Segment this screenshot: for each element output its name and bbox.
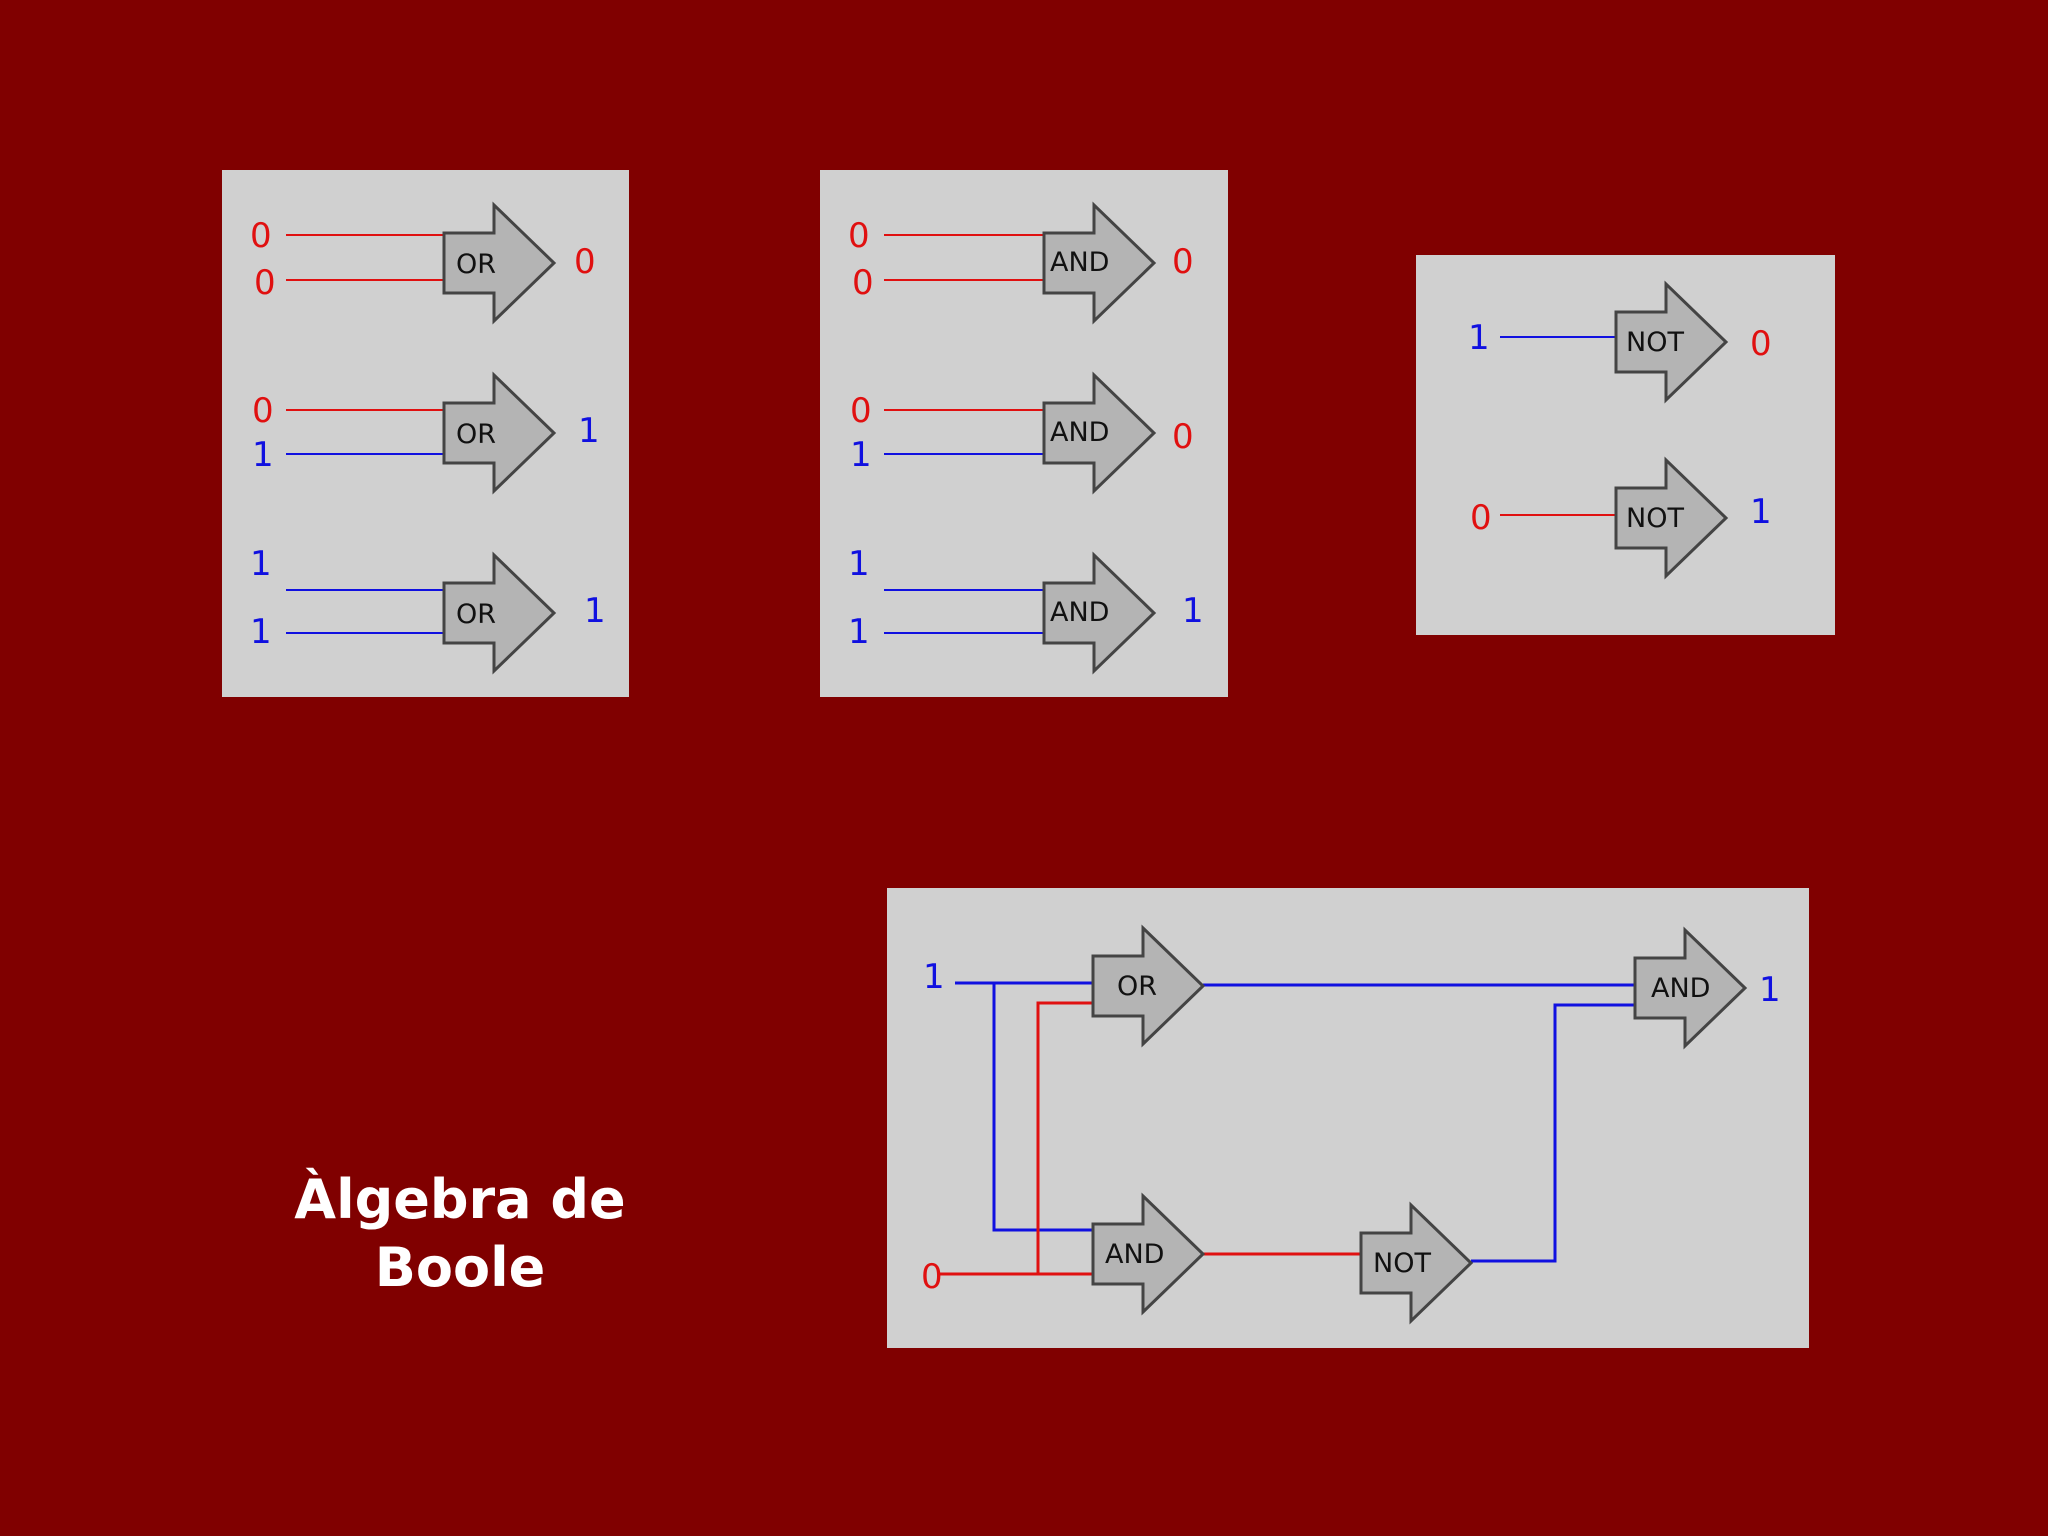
circuit-not-label: NOT: [1373, 1248, 1431, 1279]
and-row2-input-b: 1: [850, 435, 872, 475]
and-gate-diagram: AND 0 0 0 AND 0 1 0 AND 1 1 1: [848, 201, 1204, 675]
and-row1-output: 0: [1172, 242, 1194, 282]
or-row-2: OR 0 1 1: [252, 371, 600, 495]
and-row-2: AND 0 1 0: [850, 371, 1194, 495]
circuit-and-lower-gate-icon: AND: [1091, 1192, 1206, 1316]
and-row3-input-a: 1: [848, 544, 870, 584]
and-row3-input-b: 1: [848, 612, 870, 652]
slide-title-line-1: Àlgebra de: [294, 1168, 626, 1231]
or-gate-label: OR: [456, 249, 496, 280]
or-row-1: OR 0 0 0: [250, 201, 596, 325]
and-gate-label: AND: [1050, 597, 1109, 628]
circuit-not-gate-icon: NOT: [1359, 1201, 1474, 1325]
not-row1-input: 1: [1468, 318, 1490, 358]
or-row3-input-b: 1: [250, 612, 272, 652]
circuit-output: 1: [1759, 970, 1781, 1010]
not-row1-output: 0: [1750, 324, 1772, 364]
combined-circuit-diagram: OR AND NOT AND 1 0 1: [921, 924, 1781, 1325]
or-gate-diagram: OR 0 0 0 OR 0 1 1 OR 1 1: [250, 201, 606, 675]
or-gate-label: OR: [456, 419, 496, 450]
or-row2-output: 1: [578, 411, 600, 451]
or-row2-input-b: 1: [252, 435, 274, 475]
circuit-wires: [939, 981, 1635, 1276]
or-row1-input-a: 0: [250, 216, 272, 256]
circuit-input-a: 1: [923, 957, 945, 997]
not-gate-icon: NOT: [1614, 456, 1729, 580]
circuit-and-final-gate-icon: AND: [1633, 926, 1748, 1050]
or-gate-label: OR: [456, 599, 496, 630]
or-gate-icon: OR: [442, 551, 557, 675]
not-gate-icon: NOT: [1614, 280, 1729, 404]
circuit-and-lower-label: AND: [1105, 1239, 1164, 1270]
or-gate-panel: OR 0 0 0 OR 0 1 1 OR 1 1: [222, 170, 629, 697]
and-gate-icon: AND: [1042, 201, 1157, 325]
or-row-3: OR 1 1 1: [250, 544, 606, 675]
and-row-1: AND 0 0 0: [848, 201, 1194, 325]
circuit-and-final-label: AND: [1651, 973, 1710, 1004]
and-row2-output: 0: [1172, 417, 1194, 457]
or-row1-input-b: 0: [254, 263, 276, 303]
or-gate-icon: OR: [442, 371, 557, 495]
or-row2-input-a: 0: [252, 391, 274, 431]
not-gate-panel: NOT 1 0 NOT 0 1: [1416, 255, 1835, 635]
not-row2-output: 1: [1750, 492, 1772, 532]
and-row1-input-a: 0: [848, 216, 870, 256]
not-gate-label: NOT: [1626, 503, 1684, 534]
and-row1-input-b: 0: [852, 263, 874, 303]
not-row2-input: 0: [1470, 498, 1492, 538]
slide-title: Àlgebra de Boole: [230, 1166, 690, 1302]
not-gate-label: NOT: [1626, 327, 1684, 358]
and-gate-label: AND: [1050, 417, 1109, 448]
circuit-input-b: 0: [921, 1257, 943, 1297]
or-gate-icon: OR: [442, 201, 557, 325]
and-gate-icon: AND: [1042, 551, 1157, 675]
not-row-1: NOT 1 0: [1468, 280, 1772, 404]
and-row3-output: 1: [1182, 591, 1204, 631]
or-row3-input-a: 1: [250, 544, 272, 584]
and-gate-label: AND: [1050, 247, 1109, 278]
or-row3-output: 1: [584, 591, 606, 631]
combined-circuit-panel: OR AND NOT AND 1 0 1: [887, 888, 1809, 1348]
slide-title-line-2: Boole: [374, 1236, 546, 1299]
circuit-or-label: OR: [1117, 971, 1157, 1002]
and-row-3: AND 1 1 1: [848, 544, 1204, 675]
not-gate-diagram: NOT 1 0 NOT 0 1: [1468, 280, 1772, 580]
or-row1-output: 0: [574, 242, 596, 282]
and-row2-input-a: 0: [850, 391, 872, 431]
not-row-2: NOT 0 1: [1470, 456, 1772, 580]
and-gate-panel: AND 0 0 0 AND 0 1 0 AND 1 1 1: [820, 170, 1228, 697]
circuit-or-gate-icon: OR: [1091, 924, 1206, 1048]
and-gate-icon: AND: [1042, 371, 1157, 495]
